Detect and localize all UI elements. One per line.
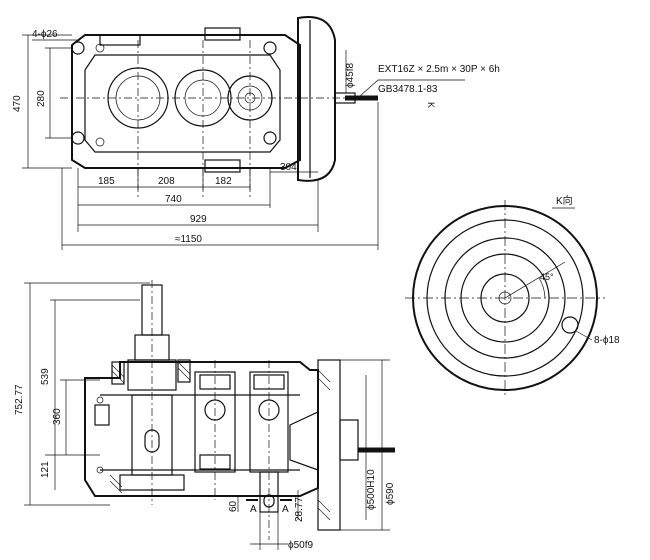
boss-2: [204, 27, 241, 41]
dim-185: 185: [98, 176, 115, 187]
dim-539: 539: [40, 368, 51, 385]
dim-182: 182: [215, 176, 232, 187]
lower-shaft: [259, 471, 279, 513]
housing-lug: [94, 404, 110, 426]
section-a-right: A: [282, 504, 289, 515]
spline-leader: [359, 79, 465, 97]
dim-752: 752.77: [14, 384, 25, 415]
k-angle-line: [504, 261, 566, 299]
input-bearing-housing: [127, 359, 177, 391]
section-view: 752.77 539 360 121: [14, 280, 396, 551]
flange-disc: [297, 16, 336, 182]
housing-outline: [71, 34, 301, 169]
bolt-hole-3: [95, 137, 105, 147]
dia-590: ϕ590: [385, 482, 396, 505]
bolt-hole-tl: [71, 41, 85, 55]
boss-1: [99, 34, 141, 46]
dim-28: 28.77: [294, 497, 305, 522]
right-flange: [317, 359, 341, 531]
hatch-right: [317, 369, 331, 521]
k-view-title: K向: [556, 194, 573, 207]
lower-shaft-key: [263, 494, 275, 508]
dim-360: 360: [52, 408, 63, 425]
input-bottom-bearing: [119, 474, 185, 491]
bevel-gear: [289, 411, 319, 471]
flange-bolt-hole: [561, 316, 579, 334]
k-view: K向 45° 8-ϕ18: [405, 194, 620, 395]
right-output-hub: [339, 419, 359, 461]
spline-spec-1: EXT16Z × 2.5m × 30P × 6h: [378, 64, 500, 75]
k-holes-label: 8-ϕ18: [594, 335, 620, 346]
shaft-dia-label: ϕ45f8: [345, 62, 356, 88]
bolt-hole-br: [263, 131, 277, 145]
dim-208: 208: [158, 176, 175, 187]
top-view: EXT16Z × 2.5m × 30P × 6h GB3478.1-83 K ϕ…: [12, 16, 500, 250]
spline-spec-2: GB3478.1-83: [378, 84, 438, 95]
bearing-tl: [111, 361, 125, 385]
dim-470: 470: [12, 95, 23, 112]
dim-1150: ≈1150: [175, 234, 202, 245]
k-angle-arc: [538, 277, 546, 299]
housing-bolt-a: [96, 396, 104, 404]
input-shaft-keyway: [144, 429, 160, 453]
housing-inner: [84, 54, 281, 153]
boss-3: [204, 159, 241, 173]
k-arrow-mark: K: [426, 102, 436, 108]
bolt-hole-tr: [263, 41, 277, 55]
bolt-hole-2: [95, 43, 105, 53]
dim-121: 121: [40, 461, 51, 478]
dia-50f9: ϕ50f9: [288, 540, 314, 551]
dim-280: 280: [36, 90, 47, 107]
dim-60: 60: [228, 500, 239, 512]
k-holes-leader: [575, 330, 593, 341]
dim-740: 740: [165, 194, 182, 205]
hatch-left: [109, 361, 191, 494]
k-angle-label: 45°: [540, 272, 554, 282]
dia-500: ϕ500H10: [366, 469, 377, 510]
gear-bore-3: [227, 75, 273, 121]
gear-bore-1-inner: [115, 75, 161, 121]
dim-304: 304: [280, 162, 297, 173]
holes-label: 4-ϕ26: [32, 29, 58, 40]
bolt-hole-bl: [71, 131, 85, 145]
bearing-tr: [177, 359, 191, 383]
dim-929: 929: [190, 214, 207, 225]
section-a-left: A: [250, 504, 257, 515]
housing-bolt-b: [96, 466, 104, 474]
